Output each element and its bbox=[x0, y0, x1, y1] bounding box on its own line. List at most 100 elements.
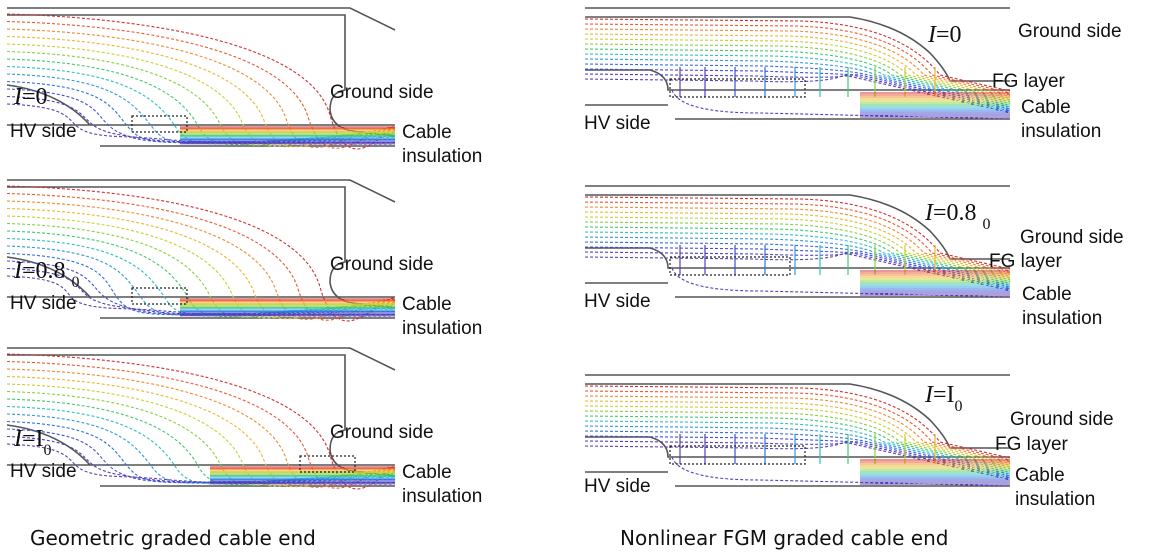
equipotential-line bbox=[6, 207, 396, 320]
equipotential-line bbox=[584, 251, 1011, 290]
equipotential-line bbox=[584, 53, 1011, 105]
hv-side-label: HV side bbox=[10, 461, 77, 482]
cable-label: Cable bbox=[1022, 284, 1072, 305]
equipotential-line bbox=[6, 443, 396, 485]
equipotential-line bbox=[6, 252, 396, 316]
equipotential-line bbox=[584, 430, 1011, 475]
current-value: =I bbox=[933, 382, 955, 408]
cable-label: Cable bbox=[402, 294, 452, 315]
equipotential-line bbox=[584, 241, 1011, 286]
equipotential-line bbox=[584, 236, 1011, 284]
equipotential-line bbox=[584, 435, 1011, 477]
hv-side-label: HV side bbox=[584, 291, 651, 312]
equipotential-line bbox=[6, 420, 396, 484]
insulation-label: insulation bbox=[1021, 121, 1101, 142]
equipotential-line bbox=[584, 63, 1011, 108]
current-value: =0 bbox=[936, 22, 962, 48]
equipotential-line bbox=[584, 58, 1011, 106]
geometric-panel-1: I=0 Ground side HV side Cable insulation bbox=[6, 7, 482, 167]
equipotential-line bbox=[584, 48, 1011, 103]
equipotential-line bbox=[584, 206, 1011, 274]
ground-electrode-outline bbox=[585, 185, 1010, 260]
high-stress-region-box bbox=[131, 287, 188, 305]
high-stress-region-box bbox=[669, 78, 806, 98]
insulation-label: insulation bbox=[402, 146, 482, 167]
equipotential-line bbox=[6, 103, 396, 145]
current-label: I=I0 bbox=[13, 426, 52, 459]
current-value: =I bbox=[22, 426, 44, 452]
left-caption: Geometric graded cable end bbox=[30, 526, 316, 550]
geometric-panel-3: I=I0 Ground side HV side Cable insulation bbox=[6, 347, 482, 507]
ground-electrode-outline bbox=[585, 7, 1010, 82]
fg-layer-label: FG layer bbox=[995, 434, 1069, 455]
equipotential-line bbox=[584, 425, 1011, 473]
equipotential-line bbox=[6, 413, 396, 484]
cable-label: Cable bbox=[402, 122, 452, 143]
equipotential-line bbox=[584, 73, 1011, 112]
equipotential-line bbox=[584, 28, 1011, 96]
insulation-label: insulation bbox=[1022, 308, 1102, 329]
equipotential-line bbox=[6, 245, 396, 316]
equipotential-line bbox=[584, 440, 1011, 479]
hv-side-label: HV side bbox=[584, 113, 651, 134]
current-symbol: I bbox=[924, 382, 934, 408]
insulation-label: insulation bbox=[1015, 489, 1095, 510]
ground-side-label: Ground side bbox=[1010, 409, 1114, 430]
equipotential-line bbox=[584, 38, 1011, 99]
equipotential-line bbox=[671, 456, 1011, 487]
hv-side-label: HV side bbox=[10, 121, 77, 142]
equipotential-line bbox=[6, 360, 396, 489]
equipotential-line bbox=[584, 221, 1011, 279]
insulation-label: insulation bbox=[402, 318, 482, 339]
current-label: I=0.8 0 bbox=[924, 200, 991, 233]
current-label: I=0 bbox=[927, 22, 962, 48]
equipotential-line bbox=[671, 267, 1011, 298]
ground-side-label: Ground side bbox=[330, 82, 434, 103]
current-value: =0.8 bbox=[22, 258, 72, 284]
current-symbol: I bbox=[13, 84, 23, 110]
equipotential-line bbox=[584, 226, 1011, 281]
current-symbol: I bbox=[924, 200, 934, 226]
ground-electrode-outline bbox=[7, 179, 396, 309]
fg-layer-label: FG layer bbox=[992, 71, 1066, 92]
ground-electrode-outline bbox=[7, 347, 396, 477]
current-subscript: 0 bbox=[955, 398, 963, 415]
current-subscript: 0 bbox=[44, 442, 52, 459]
cable-label: Cable bbox=[402, 462, 452, 483]
current-value: =0.8 bbox=[933, 200, 983, 226]
high-stress-region-box bbox=[669, 256, 791, 276]
current-symbol: I bbox=[13, 426, 23, 452]
equipotential-line bbox=[6, 50, 396, 146]
equipotential-line bbox=[584, 415, 1011, 470]
equipotential-line bbox=[584, 231, 1011, 283]
right-caption: Nonlinear FGM graded cable end bbox=[620, 526, 949, 550]
current-subscript: 0 bbox=[72, 274, 80, 291]
current-symbol: I bbox=[13, 258, 23, 284]
cable-label: Cable bbox=[1015, 465, 1065, 486]
equipotential-line bbox=[584, 68, 1011, 110]
cable-label: Cable bbox=[1021, 97, 1071, 118]
equipotential-line bbox=[584, 252, 1011, 292]
hv-side-label: HV side bbox=[584, 476, 651, 497]
equipotential-line bbox=[6, 73, 396, 144]
equipotential-line bbox=[584, 420, 1011, 472]
equipotential-line bbox=[584, 441, 1011, 481]
insulation-label: insulation bbox=[402, 486, 482, 507]
equipotential-line bbox=[6, 390, 396, 486]
hv-electrode-outline bbox=[6, 84, 395, 147]
ground-electrode-outline bbox=[585, 374, 1010, 449]
equipotential-line bbox=[584, 43, 1011, 101]
ground-side-label: Ground side bbox=[330, 254, 434, 275]
current-value: =0 bbox=[22, 84, 48, 110]
ground-side-label: Ground side bbox=[330, 422, 434, 443]
equipotential-line bbox=[6, 80, 396, 144]
high-stress-region-box bbox=[131, 115, 188, 133]
equipotential-line bbox=[671, 89, 1011, 120]
equipotential-line bbox=[584, 216, 1011, 277]
equipotential-line bbox=[6, 222, 396, 318]
